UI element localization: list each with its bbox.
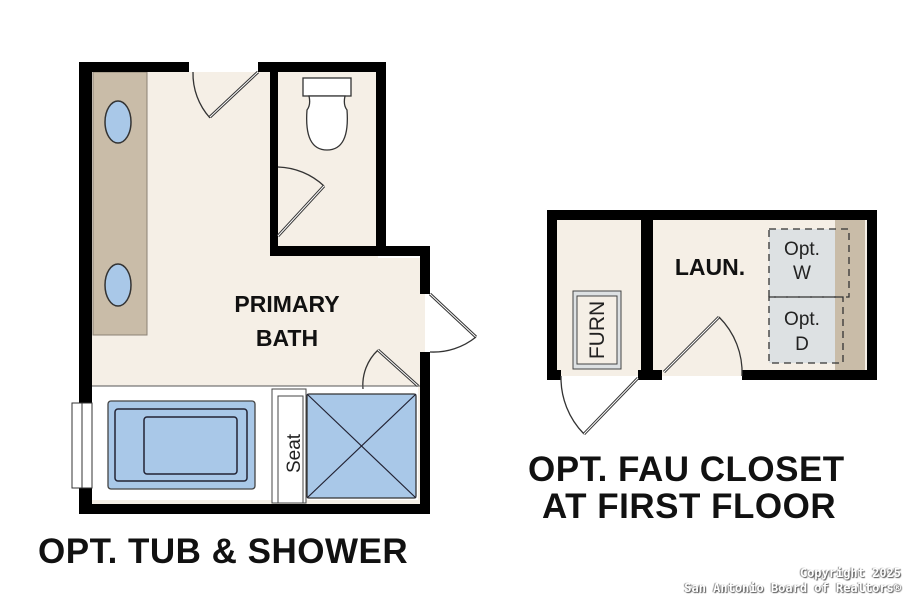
- copyright-line1: Copyright 2025: [799, 566, 901, 580]
- washer-space: [769, 229, 835, 297]
- dryer-space: [769, 297, 835, 363]
- dryer-label-line2: D: [795, 334, 809, 355]
- sink-icon: [104, 263, 132, 307]
- appliance-outlines: [768, 228, 850, 364]
- door-swings: [560, 315, 743, 436]
- primary-bath-plan: Seat PRIMARY BATH: [71, 62, 478, 514]
- fau-closet-plan: FURN LAUN. Opt. W Opt. D: [547, 210, 877, 436]
- primary-bath-label-line2: BATH: [256, 325, 318, 351]
- washer-label-line2: W: [793, 263, 811, 284]
- toilet-icon: [302, 77, 352, 151]
- dryer-label-line1: Opt.: [784, 309, 820, 330]
- fau-closet-caption-line2: AT FIRST FLOOR: [542, 487, 837, 526]
- primary-bath-label-line1: PRIMARY: [234, 291, 339, 317]
- washer-label-line1: Opt.: [784, 239, 820, 260]
- walls: [79, 62, 430, 514]
- seat-label: Seat: [284, 433, 305, 473]
- sink-icon: [104, 100, 132, 144]
- furnace-label: FURN: [586, 301, 609, 359]
- shower-seat: Seat: [271, 388, 307, 504]
- copyright-line2: San Antonio Board of Realtors®: [684, 581, 901, 595]
- door-swings: [192, 70, 478, 390]
- furnace-icon: FURN: [572, 290, 622, 370]
- tub-shower-caption: OPT. TUB & SHOWER: [38, 532, 409, 571]
- shower-icon: [306, 393, 417, 499]
- bathtub-icon: [107, 400, 256, 490]
- walls: [547, 210, 877, 380]
- laundry-label: LAUN.: [675, 254, 745, 280]
- fau-closet-caption-line1: OPT. FAU CLOSET: [528, 450, 845, 489]
- copyright-notice: Copyright 2025 San Antonio Board of Real…: [684, 566, 901, 596]
